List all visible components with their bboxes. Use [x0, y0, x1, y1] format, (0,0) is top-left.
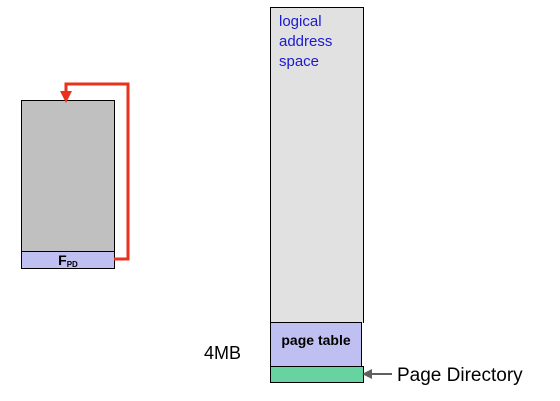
logical-address-space-block — [270, 7, 364, 323]
page-table-cell: page table — [270, 322, 362, 366]
frame-pd-label-sub: PD — [66, 260, 78, 269]
logical-label-line-3: space — [279, 53, 320, 70]
page-table-label: page table — [281, 332, 351, 348]
self-reference-arrow — [60, 82, 130, 261]
logical-address-space-label: logical address space — [279, 12, 359, 72]
logical-label-line-1: logical — [279, 13, 322, 30]
frame-pd-label-main: F — [58, 252, 67, 268]
page-directory-label: Page Directory — [397, 365, 523, 386]
size-4mb-label: 4MB — [204, 343, 242, 363]
logical-label-line-2: address — [279, 33, 333, 50]
physical-frame-block — [21, 100, 115, 251]
